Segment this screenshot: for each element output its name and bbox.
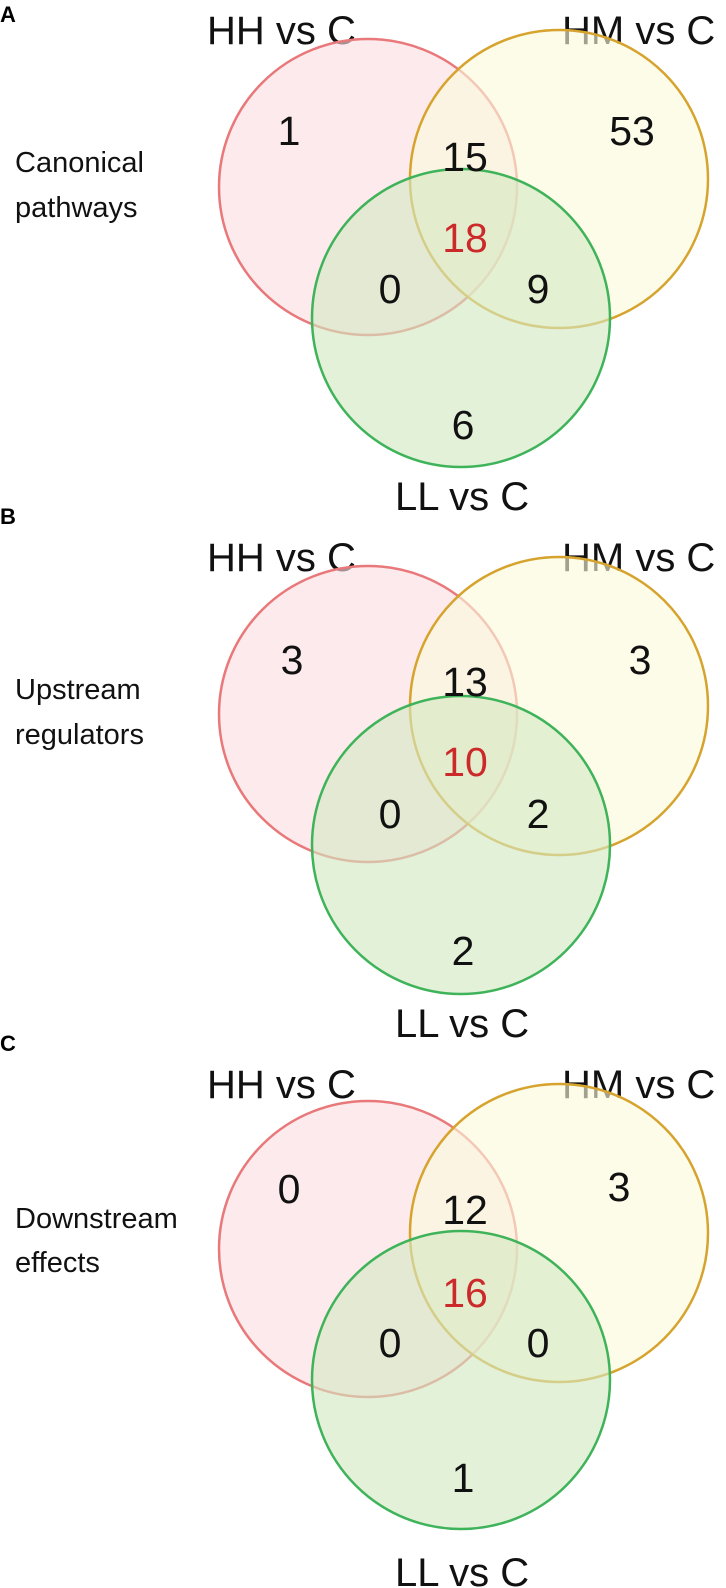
row-label-line-2: regulators [15, 719, 144, 751]
hm-ll-count: 2 [527, 791, 550, 837]
ll-circle [310, 1229, 612, 1531]
hh-hm-count: 15 [442, 134, 488, 180]
hm-only-count: 3 [629, 637, 652, 683]
venn-circles [217, 1082, 710, 1531]
all-sets-count: 10 [442, 739, 488, 785]
panel-a: A HH vs C HM vs C Canonical pathways 1 5… [0, 2, 715, 519]
panel-letter: B [0, 504, 16, 529]
panel-b: B HH vs C HM vs C Upstream regulators 3 … [0, 504, 715, 1046]
row-label-line-1: Downstream [15, 1203, 178, 1235]
venn-circles [217, 28, 710, 469]
hh-only-count: 0 [278, 1166, 301, 1212]
panel-c: C HH vs C HM vs C Downstream effects 0 3… [0, 1031, 715, 1588]
row-label-line-1: Canonical [15, 147, 144, 179]
row-label: Downstream effects [15, 1203, 186, 1279]
row-label-line-1: Upstream [15, 674, 141, 706]
row-label-line-2: pathways [15, 192, 138, 224]
venn-circles [217, 555, 710, 996]
row-label: Upstream regulators [15, 674, 149, 751]
hm-ll-count: 0 [527, 1320, 550, 1366]
row-label: Canonical pathways [15, 147, 152, 224]
hh-only-count: 1 [278, 108, 301, 154]
panel-letter: A [0, 2, 16, 27]
row-label-line-2: effects [15, 1247, 100, 1279]
hh-ll-count: 0 [379, 1320, 402, 1366]
hh-hm-count: 13 [442, 659, 488, 705]
panel-letter: C [0, 1031, 16, 1056]
hh-ll-count: 0 [379, 791, 402, 837]
ll-set-label: LL vs C [395, 1551, 529, 1588]
hh-only-count: 3 [281, 637, 304, 683]
hm-ll-count: 9 [527, 266, 550, 312]
hm-only-count: 3 [608, 1164, 631, 1210]
ll-only-count: 6 [452, 402, 475, 448]
ll-circle [310, 694, 612, 996]
hh-set-label: HH vs C [207, 1063, 356, 1107]
ll-only-count: 2 [452, 928, 475, 974]
all-sets-count: 16 [442, 1270, 488, 1316]
hm-only-count: 53 [609, 108, 655, 154]
all-sets-count: 18 [442, 215, 488, 261]
hh-ll-count: 0 [379, 266, 402, 312]
ll-only-count: 1 [452, 1455, 475, 1501]
ll-set-label: LL vs C [395, 475, 529, 519]
ll-circle [310, 167, 612, 469]
hh-hm-count: 12 [442, 1187, 488, 1233]
ll-set-label: LL vs C [395, 1002, 529, 1046]
